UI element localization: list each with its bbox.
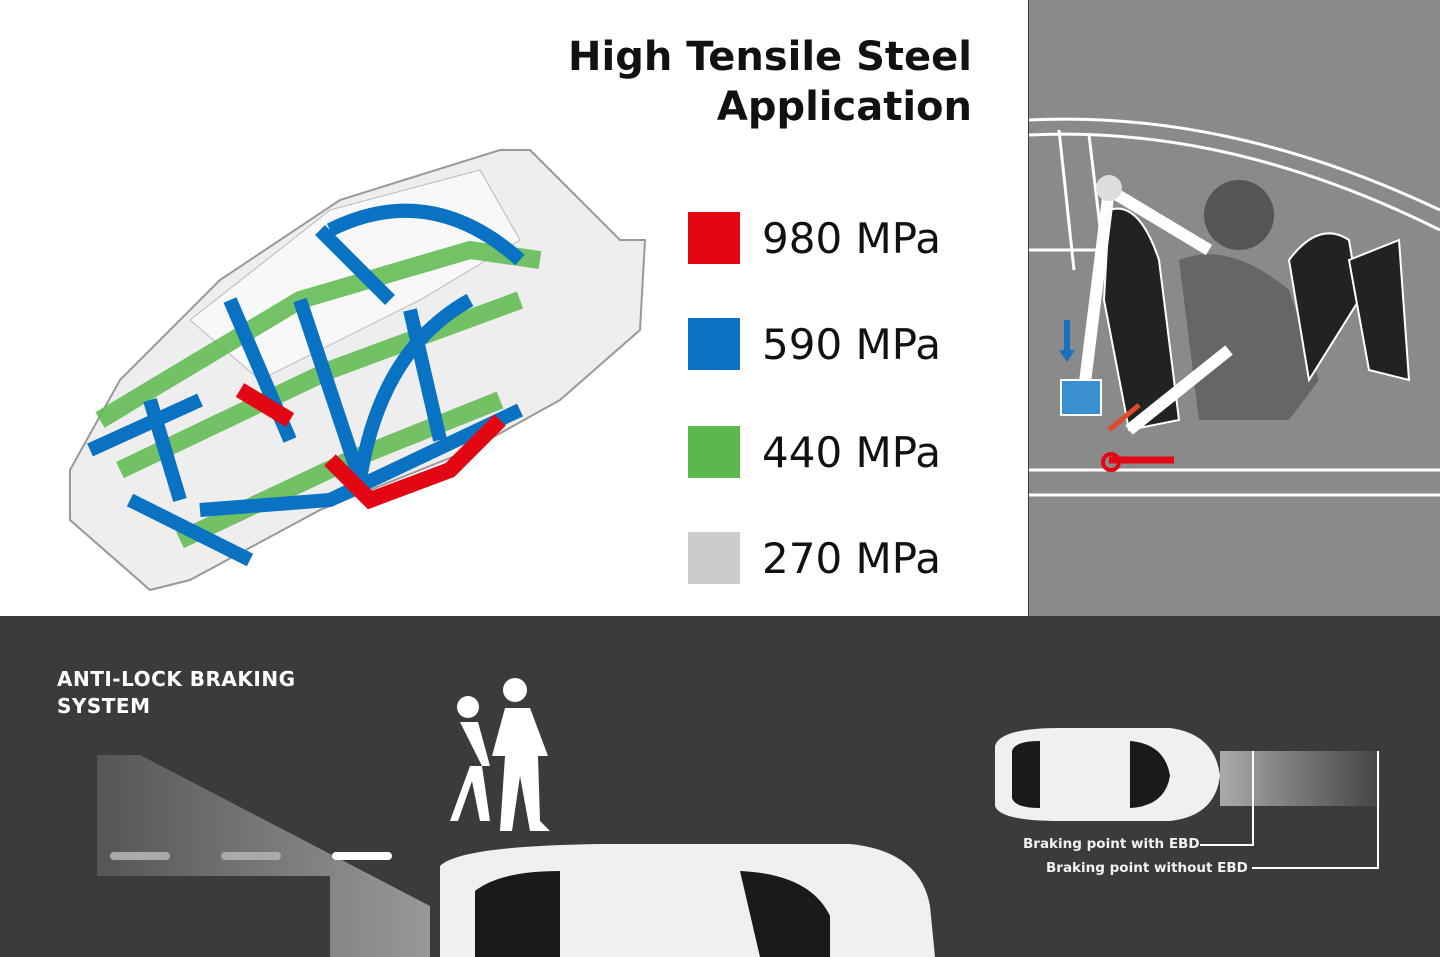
steel-title-line1: High Tensile Steel [568, 34, 972, 80]
legend-swatch-blue [688, 318, 740, 370]
braking-distance-beam [1220, 751, 1380, 806]
car-body-frame-illustration [69, 149, 647, 592]
high-tensile-steel-panel: High Tensile Steel Application 980 MPa 5… [0, 0, 1028, 616]
abs-title-line2: SYSTEM [57, 694, 151, 718]
lane-marking [110, 852, 170, 860]
braking-point-without-ebd-label: Braking point without EBD [1046, 860, 1248, 876]
seatbelt-pretensioner-panel [1029, 0, 1440, 616]
legend-item-440: 440 MPa [688, 426, 941, 478]
lane-marking [221, 852, 281, 860]
legend-item-270: 270 MPa [688, 532, 941, 584]
abs-illustration [97, 678, 1380, 957]
steel-title: High Tensile Steel Application [568, 32, 972, 132]
abs-title: ANTI-LOCK BRAKING SYSTEM [57, 666, 296, 720]
braking-point-with-ebd-label: Braking point with EBD [1023, 836, 1200, 852]
abs-title-line1: ANTI-LOCK BRAKING [57, 667, 296, 691]
pedestrians-icon [450, 678, 550, 831]
legend-item-980: 980 MPa [688, 212, 941, 264]
legend-label: 980 MPa [762, 213, 941, 263]
lane-marking [332, 852, 392, 860]
legend-swatch-red [688, 212, 740, 264]
legend-swatch-green [688, 426, 740, 478]
steel-title-line2: Application [716, 84, 972, 130]
anti-lock-braking-panel: ANTI-LOCK BRAKING SYSTEM Braking point w… [0, 616, 1440, 957]
legend-label: 590 MPa [762, 319, 941, 369]
legend-label: 270 MPa [762, 533, 941, 583]
car-top-view-small [995, 728, 1220, 821]
seatbelt-illustration [1029, 117, 1440, 497]
legend-label: 440 MPa [762, 427, 941, 477]
legend-swatch-grey [688, 532, 740, 584]
legend-item-590: 590 MPa [688, 318, 941, 370]
